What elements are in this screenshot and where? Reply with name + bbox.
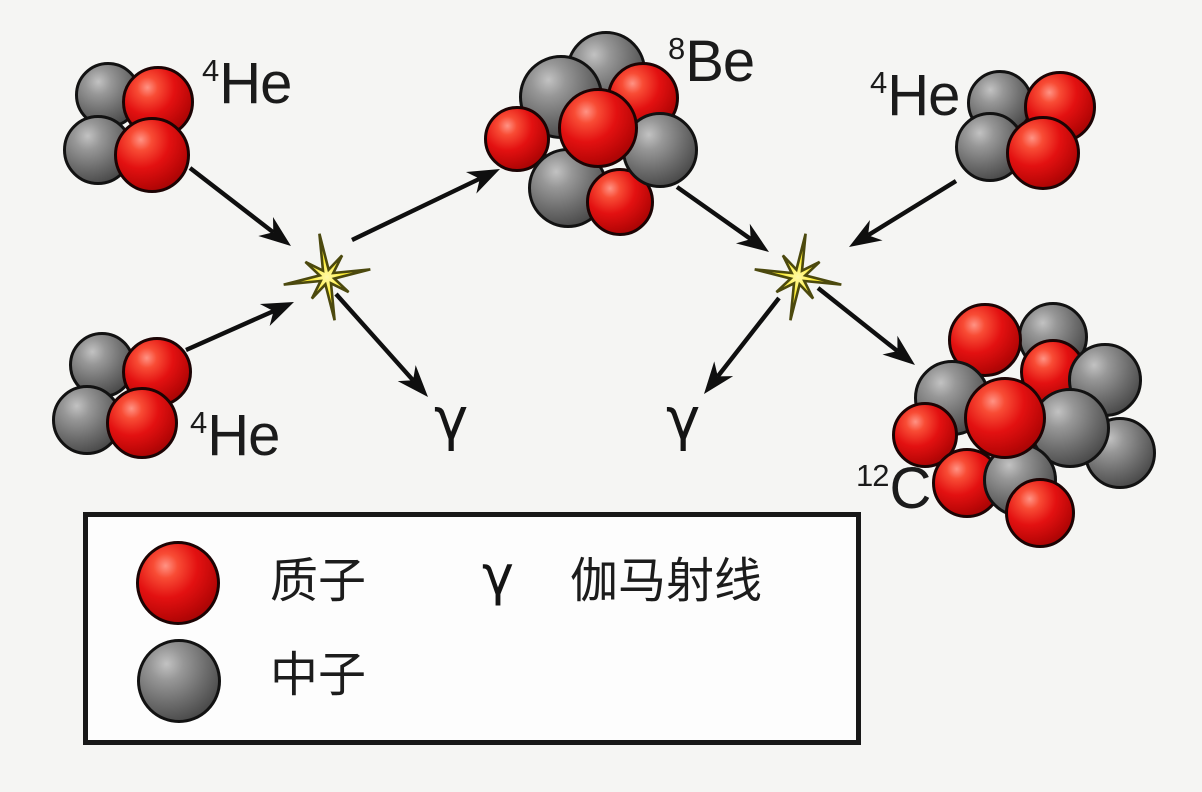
element-symbol: C <box>889 456 931 521</box>
element-symbol: He <box>887 63 960 128</box>
collision-star-icon <box>283 233 371 321</box>
label-be8: 8Be <box>668 28 755 95</box>
proton-sphere <box>484 106 550 172</box>
proton-sphere <box>106 387 178 459</box>
arrow <box>704 296 781 394</box>
mass-number: 12 <box>856 458 889 493</box>
proton-sphere <box>1005 478 1075 548</box>
gamma-ray-label: 伽马射线 <box>570 553 763 609</box>
arrow <box>816 286 915 365</box>
mass-number: 8 <box>668 31 685 66</box>
collision-star-icon <box>754 233 842 321</box>
arrow <box>334 292 428 397</box>
proton-label: 质子 <box>270 553 367 609</box>
label-he4-top-right: 4He <box>870 62 960 129</box>
proton-sphere <box>114 117 190 193</box>
element-symbol: He <box>219 51 292 116</box>
neutron-legend-swatch <box>137 639 221 723</box>
proton-sphere <box>964 377 1046 459</box>
proton-sphere <box>1006 116 1080 190</box>
arrow <box>351 169 500 242</box>
neutron-sphere <box>1068 343 1142 417</box>
legend-box: 质子 γ 伽马射线 中子 <box>83 512 861 745</box>
gamma-ray-symbol-2: γ <box>666 385 701 453</box>
mass-number: 4 <box>190 405 207 440</box>
arrow <box>185 302 294 353</box>
mass-number: 4 <box>202 53 219 88</box>
gamma-ray-symbol-1: γ <box>434 385 469 453</box>
proton-sphere <box>586 168 654 236</box>
label-he4-bottom-left: 4He <box>190 402 280 469</box>
proton-sphere <box>558 88 638 168</box>
neutron-label: 中子 <box>270 647 367 703</box>
element-symbol: Be <box>685 29 755 94</box>
proton-legend-swatch <box>136 541 220 625</box>
mass-number: 4 <box>870 65 887 100</box>
arrow <box>675 185 769 252</box>
arrow <box>849 179 958 247</box>
label-c12: 12C <box>856 455 931 522</box>
element-symbol: He <box>207 403 280 468</box>
arrow <box>188 166 291 246</box>
label-he4-top-left: 4He <box>202 50 292 117</box>
gamma-symbol-legend: γ <box>482 544 514 607</box>
